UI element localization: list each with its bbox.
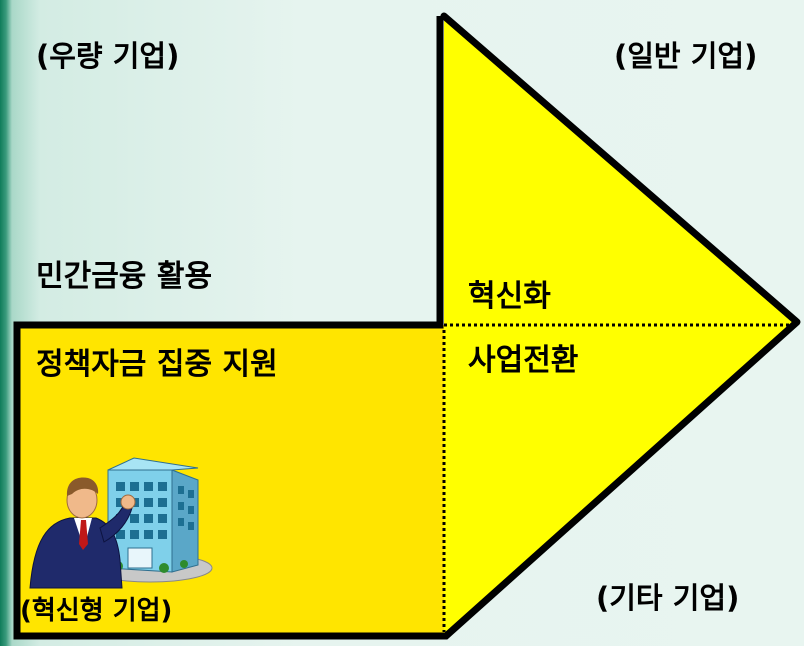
policy-funds-label: 정책자금 집중 지원 (36, 347, 278, 382)
innovation-label: 혁신화 (468, 279, 551, 314)
general-firm-label: (일반 기업) (614, 39, 758, 73)
private-finance-label: 민간금융 활용 (36, 259, 213, 294)
excellent-firm-label: (우량 기업) (36, 39, 180, 73)
arrow-outline-lower (13, 16, 800, 640)
innovative-firm-label: (혁신형 기업) (20, 596, 173, 626)
businessman-with-building-icon (29, 457, 213, 589)
arrow-outline (440, 12, 801, 326)
other-firm-label: (기타 기업) (596, 581, 740, 615)
business-conversion-label: 사업전환 (468, 343, 579, 378)
